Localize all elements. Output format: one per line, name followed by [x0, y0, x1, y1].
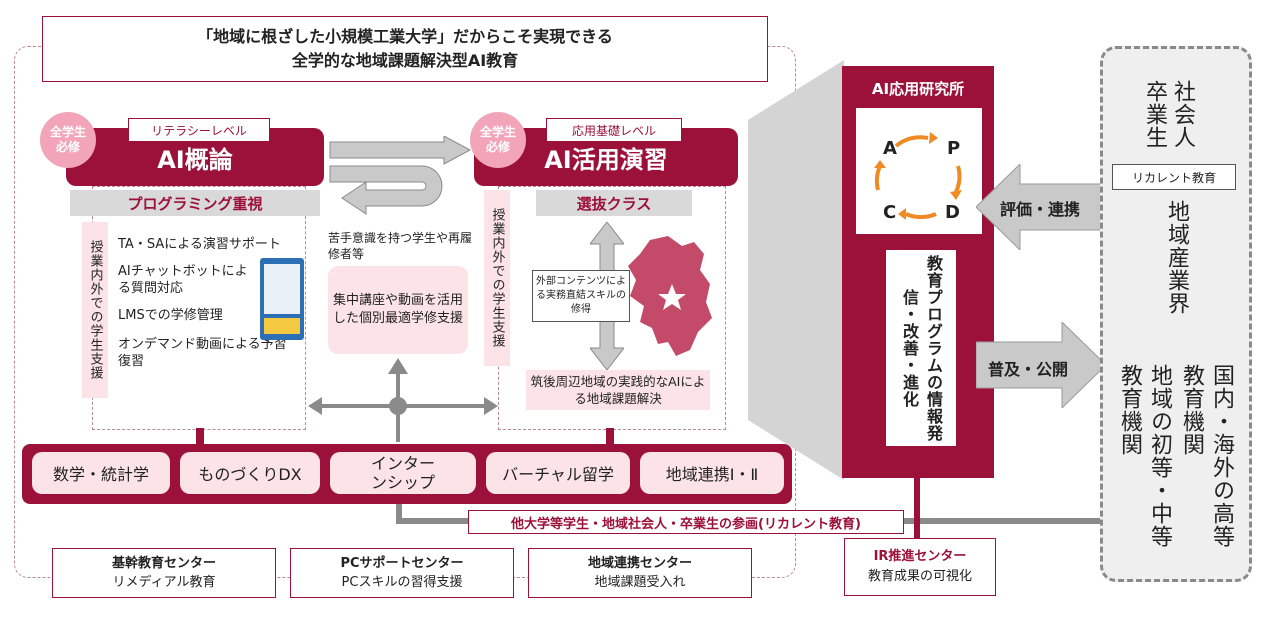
left-connector — [196, 428, 204, 444]
flow-arrows — [329, 136, 472, 215]
left-subtitle-text: プログラミング重視 — [127, 194, 263, 213]
right-subtitle-text: 選抜クラス — [576, 194, 652, 213]
stakeholder-panel — [1100, 46, 1252, 582]
left-level-text: リテラシーレベル — [151, 123, 247, 138]
list-item: AIチャットボットによる質問対応 — [118, 264, 248, 296]
center-box: 地域連携センター 地域課題受入れ — [528, 548, 752, 598]
recurrent-label: リカレント教育 — [1112, 164, 1236, 190]
right-support-vertical: 授業内外での学生支援 — [484, 190, 510, 366]
bar-item: バーチャル留学 — [486, 452, 630, 494]
left-badge-text: 全学生 必修 — [49, 125, 86, 154]
list-item: TA・SAによる演習サポート — [118, 237, 281, 252]
pdca-letter: C — [883, 202, 897, 223]
middle-box-text: 集中講座や動画を活用した個別最適学修支援 — [332, 293, 463, 326]
higher-edu-text: 国内・海外の高等教育機関 — [1179, 364, 1234, 548]
right-course-title-text: AI活用演習 — [544, 145, 668, 174]
pdca-letter: A — [883, 138, 897, 159]
ir-center-desc: 教育成果の可視化 — [867, 569, 972, 584]
stakeholder-industry: 地域産業界 — [1160, 200, 1192, 330]
participation-label: 他大学等学生・地域社会人・卒業生の参画(リカレント教育) — [468, 510, 904, 534]
right-subtitle: 選抜クラス — [536, 190, 692, 216]
alumni-text: 社会人卒業生 — [1142, 80, 1195, 149]
pdca-letter: D — [945, 202, 960, 223]
institute-vertical-text: 教育プログラムの情報発信・改善・進化 — [900, 254, 943, 442]
right-arrow-icon — [329, 136, 472, 165]
header-line2: 全学的な地域課題解決型AI教育 — [291, 51, 519, 70]
pdca-cycle-icon — [874, 132, 962, 220]
external-contents-box: 外部コンテンツによる実務直結スキルの修得 — [532, 270, 630, 322]
left-subtitle: プログラミング重視 — [70, 190, 320, 216]
institute-title: AI応用研究所 — [871, 79, 965, 98]
center-box: PCサポートセンター PCスキルの習得支援 — [290, 548, 514, 598]
ir-connector — [914, 478, 920, 540]
middle-box: 集中講座や動画を活用した個別最適学修支援 — [328, 266, 468, 354]
kyushu-map-icon — [628, 236, 712, 356]
bar-item-text: インターンシップ — [370, 454, 435, 492]
right-connector — [606, 428, 614, 444]
left-support-text: 授業内外での学生支援 — [87, 240, 103, 380]
spread-arrow-icon — [976, 322, 1106, 408]
center-desc: PCスキルの習得支援 — [341, 575, 463, 590]
stakeholder-alumni: 社会人卒業生 — [1140, 80, 1196, 150]
left-support-list: TA・SAによる演習サポート AIチャットボットによる質問対応 LMSでの学修管… — [118, 236, 287, 370]
center-desc: 地域課題受入れ — [594, 575, 686, 590]
recurrent-text: リカレント教育 — [1131, 170, 1216, 185]
right-badge-text: 全学生 必修 — [479, 125, 516, 154]
list-item: LMSでの学修管理 — [118, 308, 223, 323]
ir-center-box: IR推進センター 教育成果の可視化 — [844, 538, 996, 596]
left-badge: 全学生 必修 — [40, 112, 96, 168]
stakeholder-school-edu: 地域の初等・中等教育機関 — [1114, 364, 1174, 564]
participation-text: 他大学等学生・地域社会人・卒業生の参画(リカレント教育) — [511, 516, 861, 532]
stakeholder-higher-edu: 国内・海外の高等教育機関 — [1176, 364, 1236, 564]
bar-item: 数学・統計学 — [32, 452, 170, 494]
industry-text: 地域産業界 — [1164, 200, 1189, 315]
chatbot-screenshot-image — [260, 258, 304, 340]
left-level-label: リテラシーレベル — [128, 118, 270, 142]
uturn-arrow-icon — [329, 165, 443, 215]
pdca-letter: P — [947, 138, 961, 159]
header-box: 「地域に根ざした小規模工業大学」だからこそ実現できる 全学的な地域課題解決型AI… — [42, 16, 768, 82]
right-level-label: 応用基礎レベル — [546, 118, 682, 142]
header-line1: 「地域に根ざした小規模工業大学」だからこそ実現できる — [197, 27, 613, 46]
left-course-title-text: AI概論 — [157, 145, 233, 174]
connector-lines — [308, 358, 498, 442]
left-support-vertical: 授業内外での学生支援 — [82, 222, 108, 398]
center-name: PCサポートセンター — [340, 556, 464, 571]
center-name: 地域連携センター — [587, 556, 692, 571]
bar-item: 地域連携Ⅰ・Ⅱ — [640, 452, 784, 494]
funnel-arrow-icon — [748, 60, 844, 480]
bar-item: ものづくりDX — [180, 452, 320, 494]
right-level-text: 応用基礎レベル — [571, 123, 656, 138]
participation-line — [396, 504, 402, 524]
right-bottom-box: 筑後周辺地域の実践的なAIによる地域課題解決 — [526, 370, 710, 410]
school-edu-text: 地域の初等・中等教育機関 — [1117, 364, 1172, 548]
center-box: 基幹教育センター リメディアル教育 — [52, 548, 276, 598]
right-bottom-text: 筑後周辺地域の実践的なAIによる地域課題解決 — [530, 374, 706, 406]
center-desc: リメディアル教育 — [112, 575, 216, 590]
institute-vertical: 教育プログラムの情報発信・改善・進化 — [886, 250, 956, 446]
spread-label: 普及・公開 — [988, 360, 1069, 379]
right-support-text: 授業内外での学生支援 — [489, 208, 505, 348]
bar-item: インターンシップ — [330, 452, 476, 494]
evaluate-label: 評価・連携 — [1000, 200, 1081, 219]
center-name: 基幹教育センター — [111, 556, 216, 571]
ir-center-name: IR推進センター — [873, 549, 967, 564]
middle-note: 苦手意識を持つ学生や再履修者等 — [328, 231, 473, 261]
right-badge: 全学生 必修 — [470, 112, 526, 168]
list-item: オンデマンド動画による予習復習 — [118, 337, 287, 369]
external-contents-text: 外部コンテンツによる実務直結スキルの修得 — [536, 276, 626, 315]
